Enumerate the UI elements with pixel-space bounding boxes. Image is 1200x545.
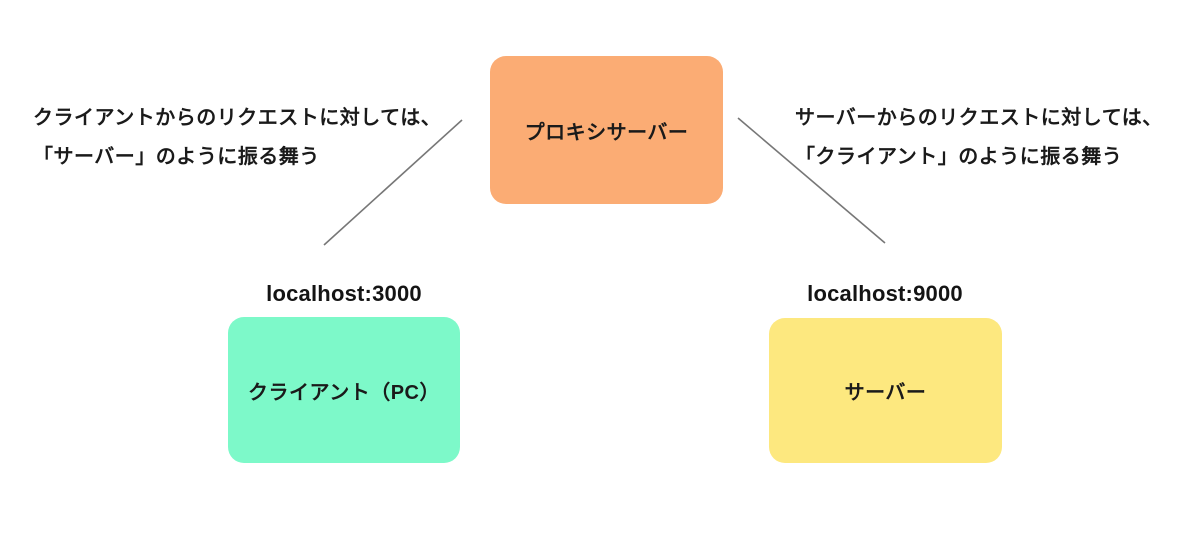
server-side-note: サーバーからのリクエストに対しては、 「クライアント」のように振る舞う (795, 99, 1163, 177)
server-box: サーバー (769, 318, 1002, 463)
server-side-note-line2: 「クライアント」のように振る舞う (795, 146, 1123, 168)
client-box: クライアント（PC） (228, 317, 460, 463)
client-box-label: クライアント（PC） (248, 381, 440, 404)
proxy-server-box: プロキシサーバー (490, 56, 723, 204)
server-side-note-line1: サーバーからのリクエストに対しては、 (795, 107, 1163, 129)
server-box-label: サーバー (844, 382, 927, 404)
client-address-label: localhost:3000 (266, 281, 422, 306)
client-side-note: クライアントからのリクエストに対しては、 「サーバー」のように振る舞う (33, 99, 441, 177)
client-side-note-line2: 「サーバー」のように振る舞う (33, 146, 320, 168)
proxy-server-box-label: プロキシサーバー (524, 121, 689, 144)
client-side-note-line1: クライアントからのリクエストに対しては、 (33, 107, 442, 129)
server-address-label: localhost:9000 (807, 281, 963, 306)
